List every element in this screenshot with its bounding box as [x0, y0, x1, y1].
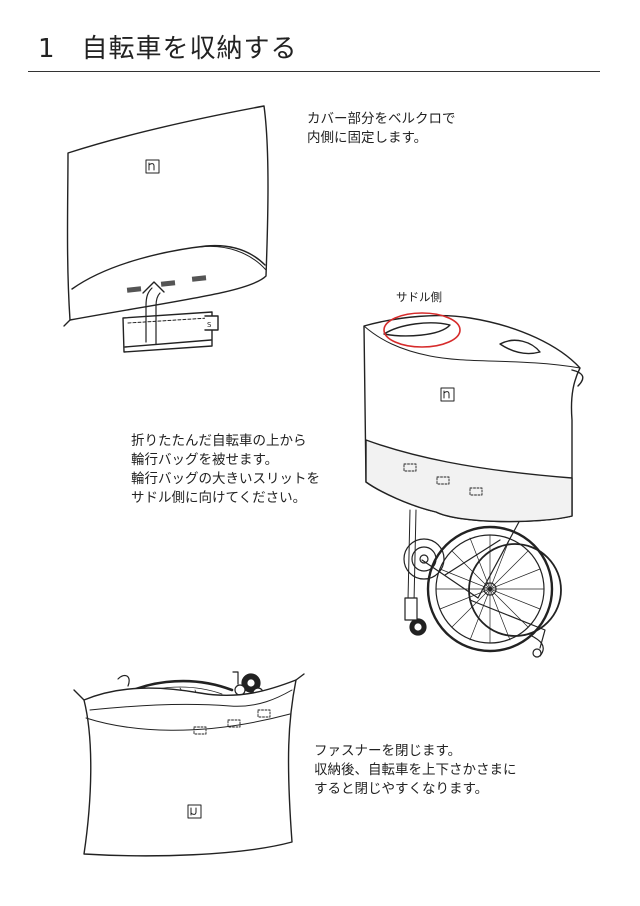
- step2-line: 輪行バッグの大きいスリットを: [131, 471, 320, 487]
- step2-instructions: 折りたたんだ自転車の上から 輪行バッグを被せます。 輪行バッグの大きいスリットを…: [131, 432, 320, 508]
- step1-line: 内側に固定します。: [307, 130, 428, 146]
- step2-line: 折りたたんだ自転車の上から: [131, 433, 307, 449]
- step3-line: 収納後、自転車を上下さかさまに: [314, 762, 517, 778]
- bag-over-bicycle-illustration: [363, 312, 584, 658]
- step1-instructions: カバー部分をベルクロで 内側に固定します。: [307, 110, 456, 148]
- svg-text:S: S: [207, 321, 212, 329]
- title-divider: [28, 71, 600, 72]
- section-title: 自転車を収納する: [81, 34, 298, 64]
- step3-instructions: ファスナーを閉じます。 収納後、自転車を上下さかさまに すると閉じやすくなります…: [314, 742, 517, 799]
- brand-logo-icon: [145, 159, 160, 174]
- section-number: 1: [38, 34, 56, 64]
- step2-line: 輪行バッグを被せます。: [131, 452, 279, 468]
- brand-logo-icon: [187, 804, 202, 819]
- saddle-callout-ring: [383, 312, 461, 348]
- arrow-up-icon: [142, 281, 165, 345]
- step3-line: すると閉じやすくなります。: [314, 781, 489, 797]
- page-title: 1 自転車を収納する: [38, 28, 298, 65]
- step1-line: カバー部分をベルクロで: [307, 111, 456, 127]
- step3-line: ファスナーを閉じます。: [314, 743, 462, 759]
- bag-cover-fold-illustration: S: [63, 105, 269, 353]
- brand-logo-icon: [440, 387, 455, 402]
- saddle-side-callout-label: サドル側: [396, 290, 442, 304]
- bag-zipped-illustration: [73, 671, 305, 857]
- step2-line: サドル側に向けてください。: [131, 490, 307, 506]
